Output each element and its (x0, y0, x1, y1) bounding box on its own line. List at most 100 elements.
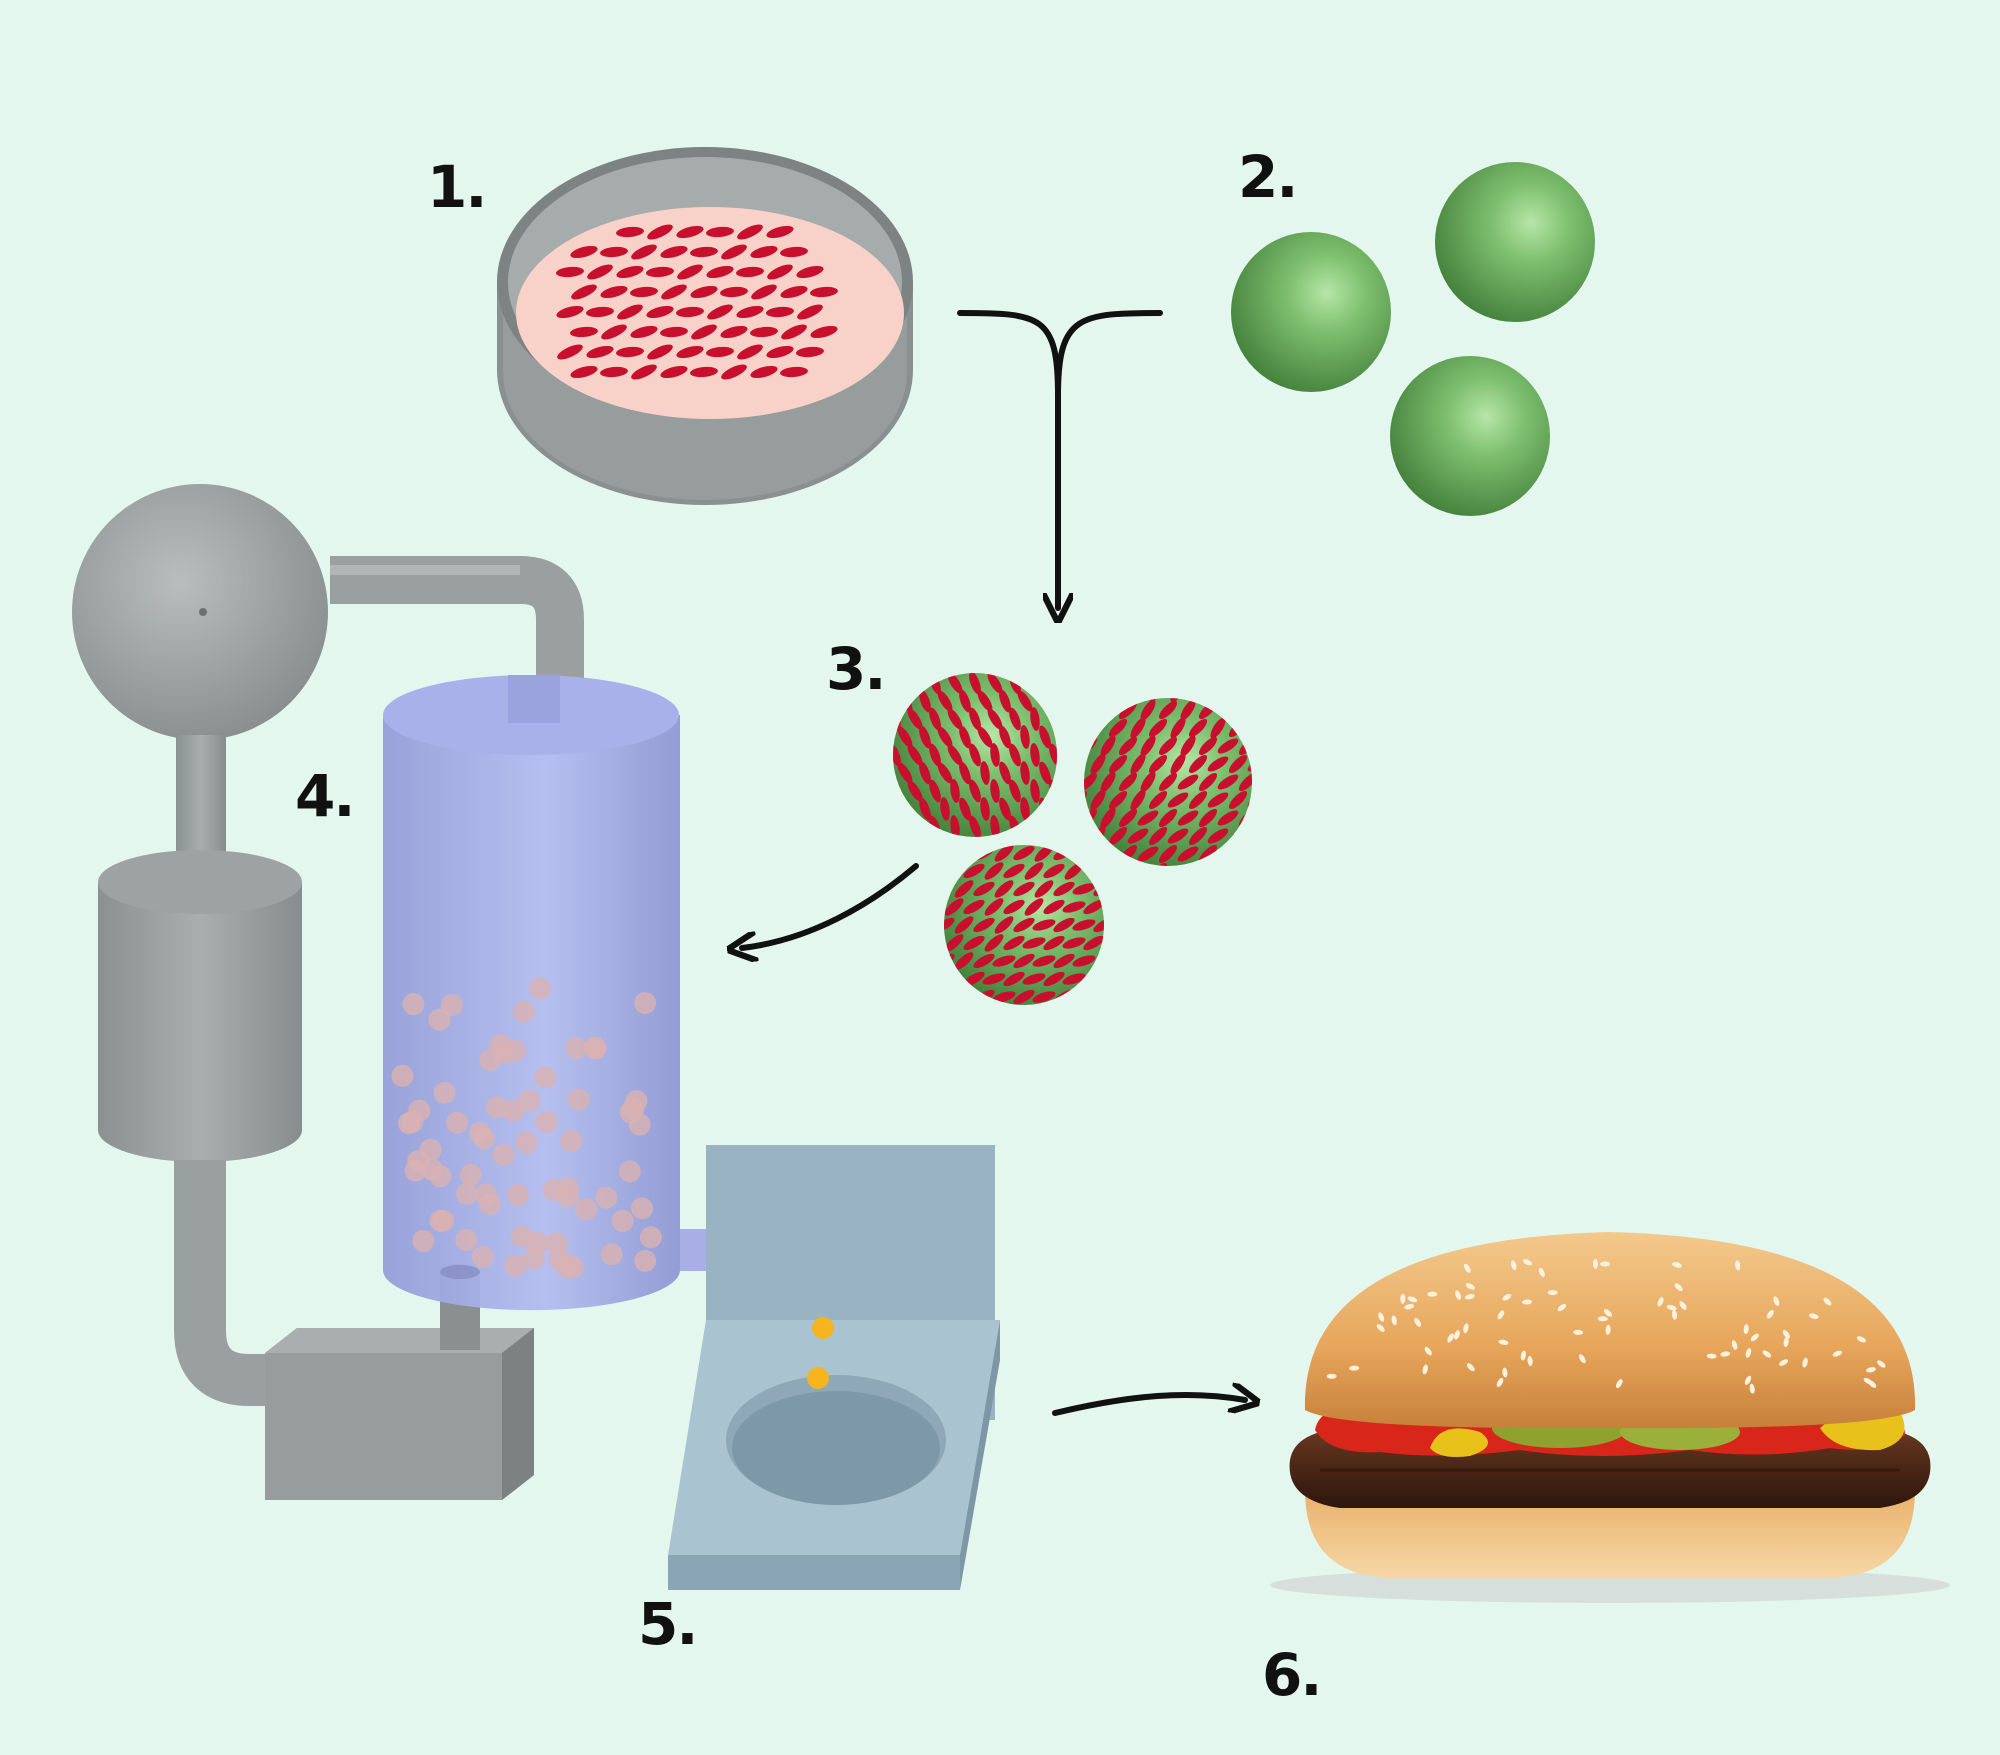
step-6-label: 6. (1262, 1641, 1322, 1709)
cell (1140, 771, 1156, 793)
cell (751, 284, 777, 300)
cell (963, 971, 985, 987)
cell (980, 797, 990, 821)
cell (556, 266, 584, 278)
cell (1043, 935, 1065, 951)
cell (969, 707, 981, 731)
cell (766, 345, 794, 359)
cell (1217, 810, 1239, 826)
aggregate (412, 1230, 435, 1253)
cell (959, 761, 971, 785)
cell (1177, 846, 1199, 862)
aggregate (479, 1049, 502, 1072)
aggregate (446, 1111, 469, 1134)
cell (570, 245, 598, 259)
cell (1868, 1380, 1877, 1388)
cell (586, 345, 614, 359)
cell (973, 953, 995, 969)
cell (1603, 1309, 1613, 1317)
cell (1671, 1309, 1678, 1320)
cell (736, 266, 764, 278)
cell (1502, 1367, 1508, 1378)
cell (1674, 1283, 1683, 1292)
cell (937, 762, 953, 784)
aggregate (459, 1163, 482, 1186)
cell (707, 304, 733, 320)
cell (1013, 845, 1035, 861)
aggregate (567, 1088, 590, 1111)
cell (1062, 973, 1086, 985)
cell (1527, 1356, 1533, 1366)
cell (1003, 971, 1025, 987)
cell (1003, 935, 1025, 951)
cell (1597, 1316, 1608, 1322)
cell (1228, 790, 1248, 810)
cell (570, 365, 598, 379)
cell (737, 344, 763, 360)
cell (969, 743, 981, 767)
cell (1108, 718, 1128, 738)
cell (660, 365, 688, 379)
cell (691, 324, 717, 340)
cell (987, 673, 1003, 694)
cell (1823, 1297, 1832, 1306)
cell (1158, 772, 1178, 792)
cell (977, 726, 993, 748)
cell (1170, 753, 1186, 775)
cell (1750, 1333, 1759, 1342)
aggregate (595, 1186, 618, 1209)
petri-dish-icon (497, 147, 913, 505)
cell (1072, 955, 1096, 967)
cell (1802, 1357, 1808, 1368)
cell (1510, 1260, 1517, 1271)
cell (990, 815, 1000, 837)
hamburger-icon (1270, 1232, 1950, 1603)
cell (1140, 699, 1156, 721)
seeded-microcarrier-icon (893, 673, 1252, 1005)
cell (1024, 862, 1044, 880)
cell (1137, 810, 1159, 826)
cell (1053, 953, 1075, 969)
cell (1427, 1291, 1438, 1297)
aggregate (428, 1008, 451, 1031)
cell (721, 364, 747, 380)
cell (1013, 953, 1035, 969)
cell (1062, 937, 1086, 949)
cell (1557, 1303, 1567, 1312)
cell (1720, 1351, 1731, 1357)
aggregate (469, 1122, 492, 1145)
cell (954, 952, 974, 970)
cell (984, 898, 1004, 916)
cell (676, 306, 704, 318)
cell (1657, 1297, 1664, 1307)
cell (929, 707, 941, 731)
aggregate (639, 1226, 662, 1249)
cell (1496, 1377, 1504, 1387)
cell (1407, 1296, 1418, 1303)
aggregate (485, 1096, 508, 1119)
arrow-to-burger (1052, 1395, 1245, 1416)
cell (1238, 772, 1252, 792)
cell (1043, 899, 1065, 915)
cell (999, 761, 1011, 785)
cell (969, 815, 981, 837)
cell (963, 863, 985, 879)
step-2-label: 2. (1238, 143, 1298, 211)
cell (1378, 1312, 1385, 1322)
aggregate (391, 1064, 414, 1087)
cell (660, 326, 688, 338)
cell (1464, 1263, 1471, 1273)
cell (1072, 919, 1096, 931)
cell (1064, 862, 1084, 880)
cell (570, 326, 598, 338)
cell (1148, 790, 1168, 810)
aggregate (515, 1131, 538, 1154)
aggregate (630, 1197, 653, 1220)
cell (1404, 1303, 1415, 1310)
cell (984, 862, 1004, 880)
step-1-label: 1. (427, 153, 487, 221)
cell (1735, 1260, 1741, 1271)
aggregate (583, 1036, 606, 1059)
cell (994, 880, 1014, 898)
cell (907, 780, 923, 802)
